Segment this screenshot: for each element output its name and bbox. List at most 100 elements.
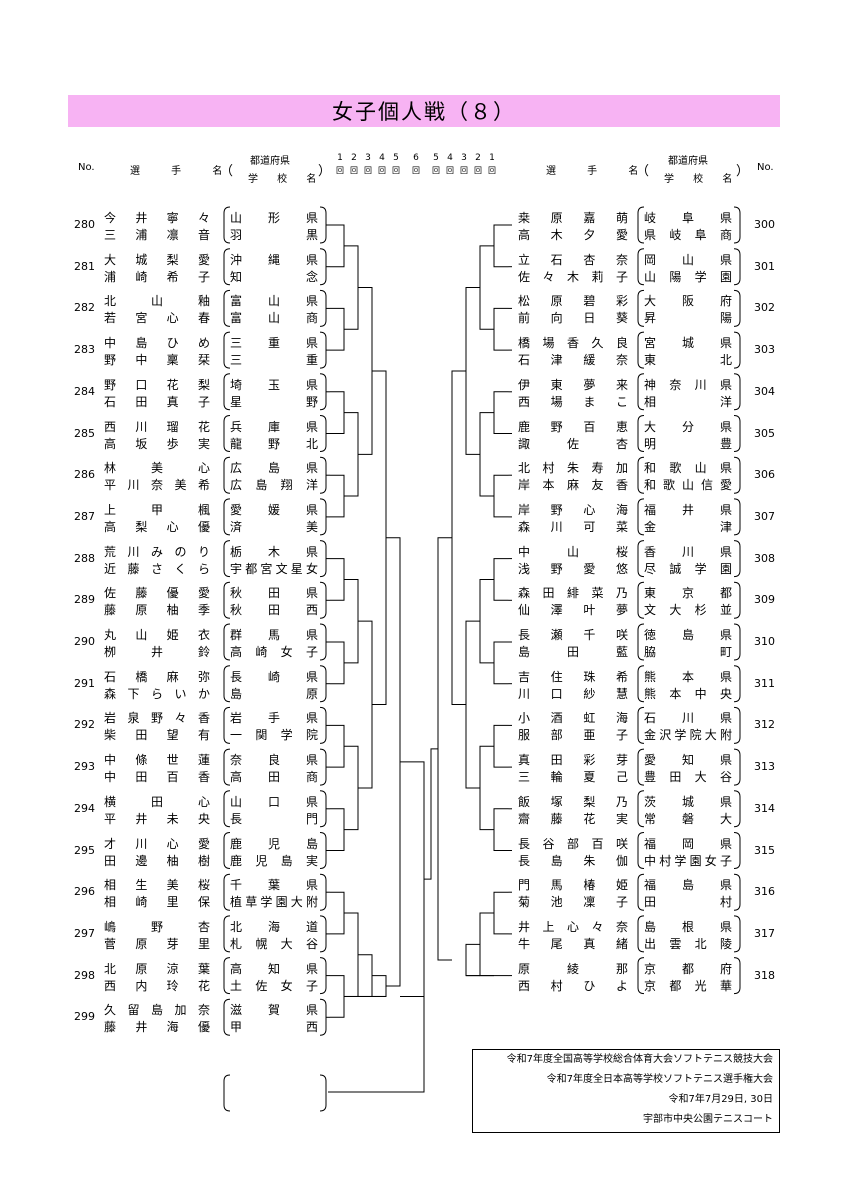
entry-number: 311 [754, 676, 775, 690]
char: 高 [104, 519, 117, 534]
school-close-bracket [733, 415, 741, 452]
char: 島 [255, 478, 268, 493]
char: 並 [719, 603, 732, 618]
char: 々 [591, 919, 604, 934]
char: 川 [127, 544, 140, 559]
char: 都 [681, 961, 694, 976]
prefecture-name: 島根県 [644, 918, 732, 935]
player-1-name: 鹿野百恵 [518, 418, 628, 435]
char: 梨 [166, 252, 179, 267]
char: 己 [615, 770, 628, 785]
player-1-name: 今井寧々 [104, 209, 210, 226]
entry-number: 295 [74, 843, 95, 857]
school-block: 香川県尽誠学園 [636, 539, 736, 579]
school-close-bracket [319, 623, 327, 661]
bracket-line-right [493, 474, 508, 518]
school-name: 植草学園大附 [230, 893, 318, 910]
char: 才 [104, 836, 117, 851]
char: 幌 [255, 936, 268, 951]
char: 稟 [166, 353, 179, 368]
school-name: 豊田大谷 [644, 768, 732, 785]
char: 下 [127, 686, 140, 701]
entry-number: 306 [754, 468, 775, 482]
char: 望 [166, 728, 179, 743]
char: 島 [518, 645, 531, 659]
char: 川 [135, 419, 148, 434]
char: 和 [644, 461, 657, 476]
char: 輪 [550, 770, 563, 785]
char: 岸 [518, 502, 531, 517]
prefecture-name: 長崎県 [230, 668, 318, 685]
char: 県 [719, 336, 732, 351]
school-open-bracket [637, 832, 645, 869]
bracket-line-left [330, 891, 345, 935]
school-name: 三重 [230, 351, 318, 368]
char: 藤 [104, 1020, 117, 1035]
char: 女 [305, 561, 318, 576]
char: 岡 [681, 836, 694, 851]
char: 中 [694, 686, 707, 701]
char: 場 [550, 394, 563, 409]
player-2-name: 高木夕愛 [518, 226, 628, 243]
char: 奈 [615, 252, 628, 267]
bracket-line-right [479, 912, 494, 977]
char: 広 [230, 461, 243, 476]
bracket-line-right [479, 245, 494, 330]
char: 菊 [518, 895, 531, 910]
char: 香 [615, 478, 628, 493]
school-open-bracket [223, 790, 231, 828]
entry-number: 288 [74, 551, 95, 565]
char: 藤 [127, 561, 140, 576]
player-1-name: 桒原嘉萌 [518, 209, 628, 226]
player-1-name: 嶋野杏 [104, 918, 210, 935]
prefecture-name: 広島県 [230, 459, 318, 476]
char: 西 [305, 1020, 318, 1035]
school-block: 千葉県植草学園大附 [222, 872, 322, 912]
school-close-bracket [319, 790, 327, 828]
char: 商 [719, 228, 732, 242]
round-number: 1 [337, 153, 343, 163]
char: 山 [694, 461, 707, 476]
bracket-line-left [330, 307, 345, 351]
char: 児 [255, 853, 268, 868]
char: 道 [305, 919, 318, 934]
school-name: 山陽学園 [644, 268, 732, 285]
char: 平 [104, 478, 117, 493]
char: 西 [305, 603, 318, 618]
school-open-bracket [637, 706, 645, 744]
char: 広 [230, 478, 243, 493]
char: 県 [305, 336, 318, 351]
char: 優 [197, 1020, 210, 1035]
school-close-bracket [733, 540, 741, 578]
school-name: 札幌大谷 [230, 935, 318, 952]
prefecture-name: 徳島県 [644, 626, 732, 643]
char: 佐 [566, 436, 579, 451]
school-block: 愛媛県済美 [222, 497, 322, 537]
bracket-line-right [479, 412, 494, 497]
char: 島 [230, 686, 243, 701]
char: 都 [669, 978, 682, 993]
char: 津 [719, 519, 732, 534]
char: 井 [135, 1020, 148, 1035]
char: 愛 [719, 478, 732, 493]
char: 葉 [267, 878, 280, 893]
player-2-name: 石津緩奈 [518, 351, 628, 368]
char: 西 [104, 978, 117, 993]
char: 県 [305, 1003, 318, 1018]
player-1-name: 上甲楓 [104, 501, 210, 518]
char: 優 [197, 519, 210, 534]
player-2-name: 平井未央 [104, 810, 210, 827]
school-name: 金沢学院大附 [644, 726, 732, 743]
bracket-line-right [493, 307, 508, 351]
char: 院 [305, 728, 318, 743]
char: 女 [280, 978, 293, 993]
school-close-bracket [733, 456, 741, 494]
char: 豊 [719, 436, 732, 451]
school-close-bracket [319, 415, 327, 452]
player-2-name: 藤原柚季 [104, 601, 210, 618]
